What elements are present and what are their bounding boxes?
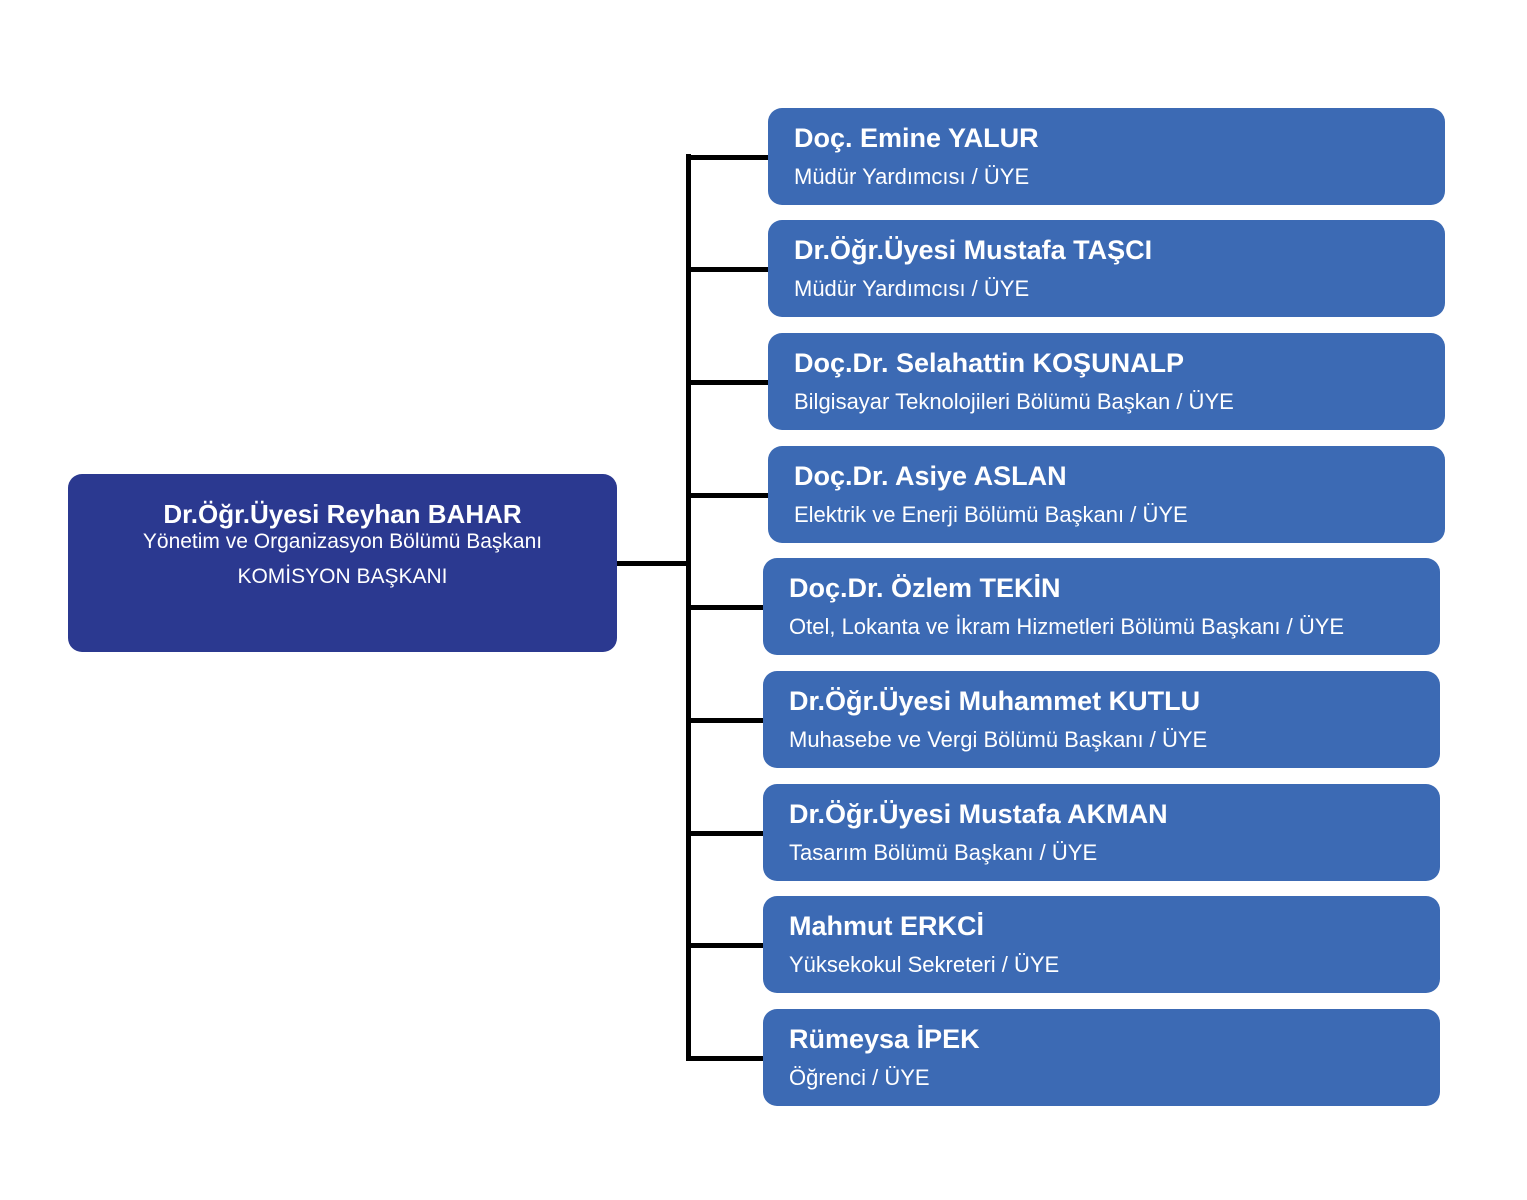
member-name: Dr.Öğr.Üyesi Mustafa AKMAN — [789, 799, 1168, 829]
member-box: Dr.Öğr.Üyesi Mustafa AKMAN Tasarım Bölüm… — [763, 784, 1440, 881]
member-title: Müdür Yardımcısı / ÜYE — [794, 276, 1030, 301]
member-box: Dr.Öğr.Üyesi Muhammet KUTLU Muhasebe ve … — [763, 671, 1440, 768]
member-name: Dr.Öğr.Üyesi Muhammet KUTLU — [789, 686, 1201, 716]
head-name: Dr.Öğr.Üyesi Reyhan BAHAR — [163, 499, 522, 529]
member-box: Mahmut ERKCİ Yüksekokul Sekreteri / ÜYE — [763, 896, 1440, 993]
connector-head-horizontal — [617, 561, 688, 566]
member-name: Dr.Öğr.Üyesi Mustafa TAŞCI — [794, 235, 1153, 265]
head-department: Yönetim ve Organizasyon Bölümü Başkanı — [142, 530, 543, 553]
member-title: Müdür Yardımcısı / ÜYE — [794, 164, 1030, 189]
member-title: Bilgisayar Teknolojileri Bölümü Başkan /… — [794, 389, 1234, 414]
member-title: Muhasebe ve Vergi Bölümü Başkanı / ÜYE — [789, 727, 1208, 752]
member-box: Rümeysa İPEK Öğrenci / ÜYE — [763, 1009, 1440, 1106]
connector-branch — [688, 831, 763, 836]
connector-branch — [688, 1056, 763, 1061]
connector-branch — [688, 605, 763, 610]
member-title: Elektrik ve Enerji Bölümü Başkanı / ÜYE — [794, 502, 1188, 527]
member-name: Doç.Dr. Selahattin KOŞUNALP — [794, 348, 1185, 378]
connector-branch — [688, 718, 763, 723]
member-title: Öğrenci / ÜYE — [789, 1065, 930, 1090]
member-box: Doç.Dr. Selahattin KOŞUNALP Bilgisayar T… — [768, 333, 1445, 430]
member-title: Tasarım Bölümü Başkanı / ÜYE — [789, 840, 1098, 865]
member-name: Doç.Dr. Asiye ASLAN — [794, 461, 1067, 491]
connector-branch — [688, 380, 768, 385]
connector-branch — [688, 493, 768, 498]
member-box: Dr.Öğr.Üyesi Mustafa TAŞCI Müdür Yardımc… — [768, 220, 1445, 317]
head-box: Dr.Öğr.Üyesi Reyhan BAHAR Yönetim ve Org… — [68, 474, 617, 652]
connector-branch — [688, 943, 763, 948]
head-role: KOMİSYON BAŞKANI — [237, 565, 448, 588]
member-name: Rümeysa İPEK — [789, 1024, 980, 1054]
member-box: Doç.Dr. Özlem TEKİN Otel, Lokanta ve İkr… — [763, 558, 1440, 655]
member-box: Doç. Emine YALUR Müdür Yardımcısı / ÜYE — [768, 108, 1445, 205]
connector-branch — [688, 155, 768, 160]
connector-branch — [688, 267, 768, 272]
member-name: Doç.Dr. Özlem TEKİN — [789, 573, 1061, 603]
member-title: Yüksekokul Sekreteri / ÜYE — [789, 952, 1060, 977]
member-title: Otel, Lokanta ve İkram Hizmetleri Bölümü… — [789, 614, 1345, 639]
member-name: Mahmut ERKCİ — [789, 911, 984, 941]
member-box: Doç.Dr. Asiye ASLAN Elektrik ve Enerji B… — [768, 446, 1445, 543]
member-name: Doç. Emine YALUR — [794, 123, 1039, 153]
